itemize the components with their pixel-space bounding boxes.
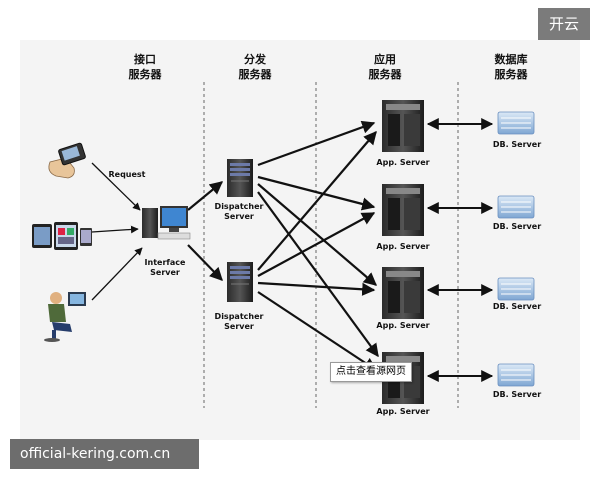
arrow-dispatch1-app4 [257, 191, 379, 358]
app-server-label: App. Server [376, 321, 430, 330]
db-server-label: DB. Server [492, 390, 542, 399]
arrow-dispatch2-app4 [257, 291, 378, 371]
server-tower-icon [227, 159, 253, 197]
tablet-device-icon [32, 222, 92, 250]
database-rack-icon [497, 363, 535, 387]
arrow-dispatch2-app3 [257, 281, 376, 296]
column-header-db: 数据库服务器 [494, 53, 528, 81]
app-server-label: App. Server [376, 242, 430, 251]
arrow-dispatch1-app1 [257, 120, 376, 167]
arrow-tablet-to-interface [91, 225, 139, 234]
column-header-app: 应用服务器 [368, 53, 402, 81]
server-tower-icon [382, 100, 424, 152]
brand-badge: 开云 [538, 8, 590, 40]
arrow-dispatch1-app2 [257, 175, 376, 211]
database-rack-icon [497, 277, 535, 301]
arrow-interface-to-dispatcher-1 [187, 181, 224, 211]
arrow-dispatch1-app3 [257, 183, 378, 286]
column-header-interface: 接口服务器 [128, 53, 162, 81]
source-url-badge: official-kering.com.cn [10, 439, 199, 469]
arrow-user-to-interface [91, 247, 143, 301]
database-rack-icon [497, 111, 535, 135]
arrow-dispatch2-app2 [257, 212, 376, 277]
user-at-desk-icon [44, 292, 86, 342]
database-rack-icon [497, 195, 535, 219]
server-tower-icon [227, 262, 253, 302]
request-label: Request [108, 170, 146, 179]
db-server-label: DB. Server [492, 140, 542, 149]
db-server-label: DB. Server [492, 222, 542, 231]
desktop-computer-icon [142, 206, 191, 240]
db-server-label: DB. Server [492, 302, 542, 311]
column-header-dispatch: 分发服务器 [238, 53, 272, 81]
server-tower-icon [382, 267, 424, 319]
arrow-dispatch2-app1 [257, 130, 377, 271]
view-source-tooltip[interactable]: 点击查看源网页 [330, 362, 412, 382]
app-server-label: App. Server [376, 158, 430, 167]
arrow-interface-to-dispatcher-2 [187, 244, 223, 281]
arrow-pda-to-interface [91, 162, 141, 211]
app-server-label: App. Server [376, 407, 430, 416]
server-tower-icon [382, 184, 424, 236]
pda-device-icon [48, 142, 86, 179]
